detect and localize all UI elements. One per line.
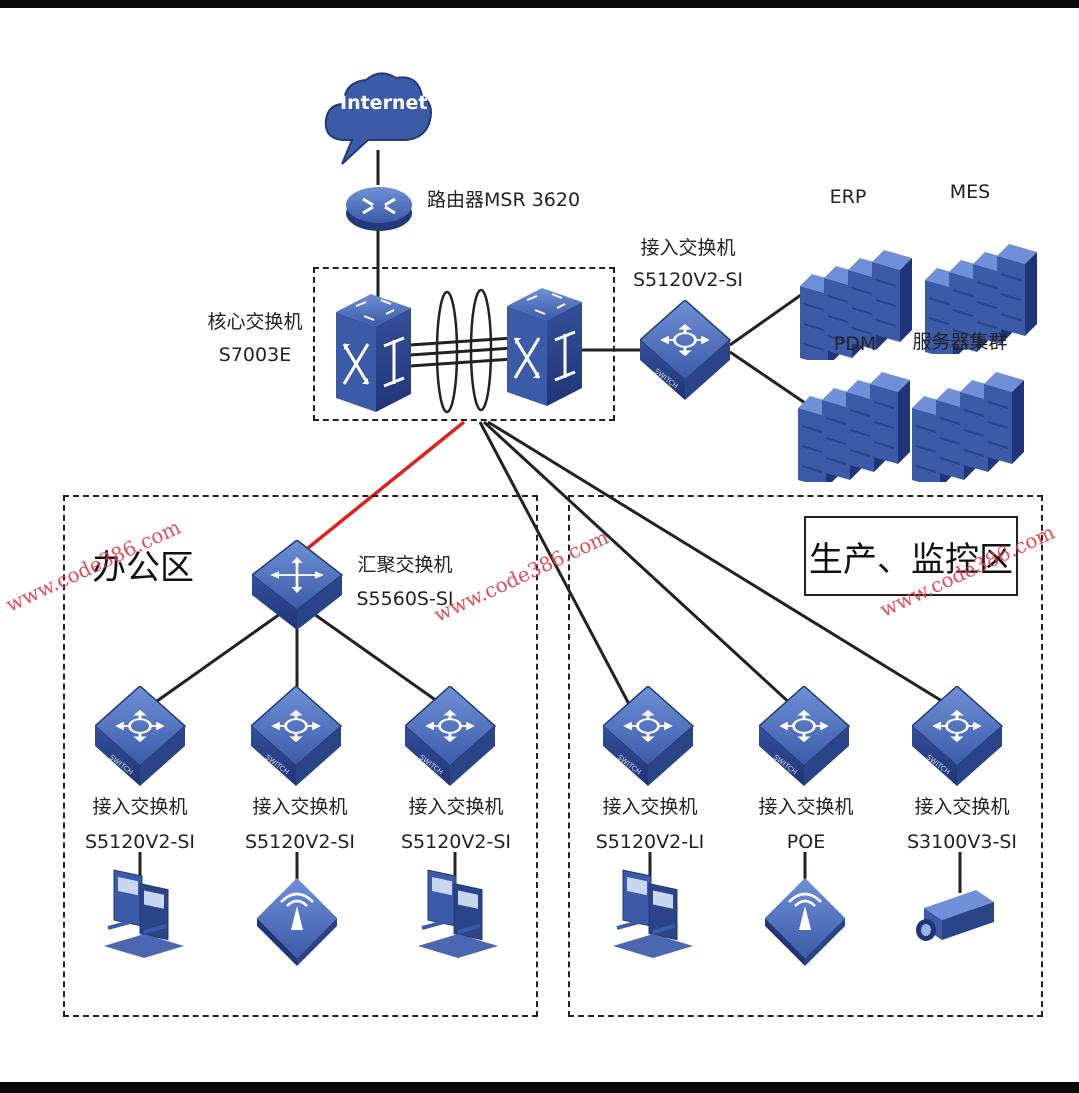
production-switch-2-label-line2: POE (786, 831, 826, 853)
production-access-switch-1-icon (603, 686, 695, 788)
production-zone (568, 495, 1043, 1017)
office-switch-2-label-line1: 接入交换机 (252, 796, 348, 818)
internet-label: Internet (340, 92, 428, 114)
office-switch-3-label-line1: 接入交换机 (408, 796, 504, 818)
erp-label: ERP (829, 186, 867, 208)
office-zone-title: 办公区 (92, 548, 194, 588)
office-switch-2-label-line2: S5120V2-SI (244, 831, 356, 853)
core-switch-right-icon (507, 288, 584, 408)
pdm-label: PDM (833, 333, 877, 355)
cluster-server-group-icon (912, 372, 1028, 482)
internet-cloud-icon (324, 72, 432, 165)
router-icon (346, 187, 412, 231)
office-access-switch-1-icon (95, 686, 187, 788)
router-label: 路由器MSR 3620 (427, 189, 581, 211)
production-access-switch-3-icon (912, 686, 1004, 788)
top-bar (0, 0, 1079, 8)
core-switch-left-icon (336, 294, 413, 414)
server-access-label-line2: S5120V2-SI (632, 269, 744, 291)
pc-icon (613, 868, 695, 960)
mes-label: MES (949, 181, 991, 203)
server-access-switch-icon (640, 300, 732, 402)
production-switch-1-label-line1: 接入交换机 (602, 796, 698, 818)
production-zone-title: 生产、监控区 (804, 516, 1018, 596)
core-zone (313, 267, 615, 421)
server-cluster-label: 服务器集群 (912, 331, 1008, 353)
production-switch-3-label-line2: S3100V3-SI (906, 831, 1018, 853)
wireless-ap-icon (765, 878, 847, 968)
pc-icon (418, 868, 500, 960)
production-switch-3-label-line1: 接入交换机 (914, 796, 1010, 818)
office-zone (63, 495, 538, 1017)
core-switch-label-line1: 核心交换机 (207, 311, 303, 333)
office-access-switch-3-icon (405, 686, 497, 788)
server-access-label-line1: 接入交换机 (640, 237, 736, 259)
core-switch-label-line2: S7003E (218, 344, 292, 366)
aggregation-label-line2: S5560S-SI (356, 588, 454, 610)
pc-icon (104, 868, 186, 960)
aggregation-label-line1: 汇聚交换机 (357, 554, 453, 576)
production-switch-2-label-line1: 接入交换机 (758, 796, 854, 818)
office-switch-1-label-line1: 接入交换机 (92, 796, 188, 818)
pdm-server-group-icon (798, 372, 914, 482)
office-switch-1-label-line2: S5120V2-SI (84, 831, 196, 853)
bottom-bar (0, 1082, 1079, 1093)
wireless-ap-icon (257, 878, 339, 968)
camera-icon (916, 890, 994, 941)
production-switch-1-label-line2: S5120V2-LI (595, 831, 705, 853)
office-switch-3-label-line2: S5120V2-SI (400, 831, 512, 853)
aggregation-switch-icon (252, 540, 344, 632)
production-access-switch-2-icon (759, 686, 851, 788)
office-access-switch-2-icon (251, 686, 343, 788)
